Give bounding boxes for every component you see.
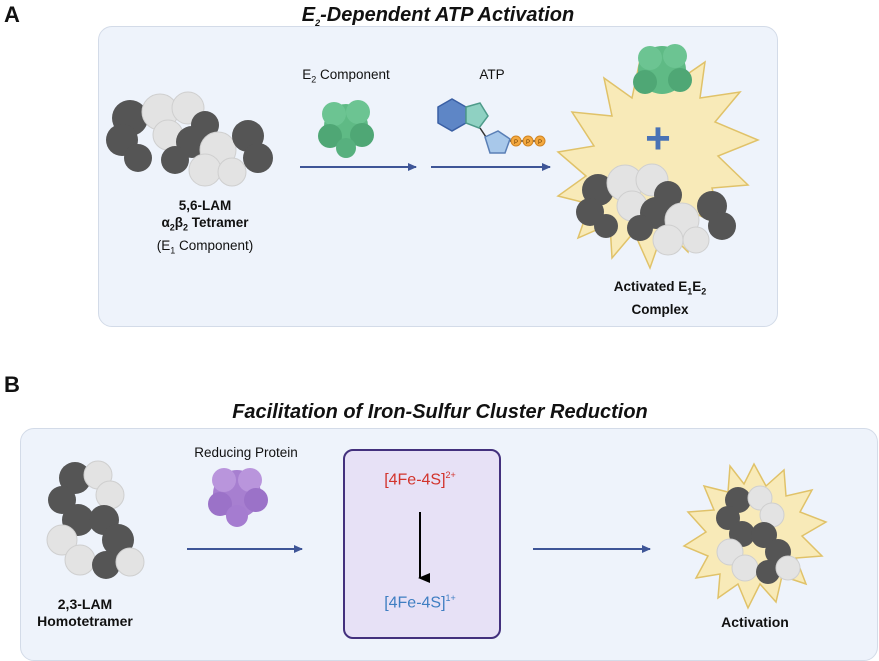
activated-homotetramer-icon — [716, 485, 801, 584]
atp-label: ATP — [479, 67, 505, 82]
phosphate-label: P — [514, 140, 518, 146]
lam-23-homotetramer-icon — [46, 460, 145, 579]
e2-component-label: E2 Component — [302, 67, 390, 85]
e2-bound-icon — [633, 44, 692, 94]
activated-complex-label: Activated E1E2 Complex — [613, 279, 707, 317]
panel-a-title: E2-Dependent ATP Activation — [301, 4, 575, 28]
reducing-protein-label: Reducing Protein — [194, 445, 298, 460]
plus-sign: + — [645, 114, 671, 163]
fe-s-cluster-box — [343, 449, 501, 639]
phosphate-label: P — [538, 140, 542, 146]
reducing-protein-icon — [208, 468, 268, 527]
lam-23-label: 2,3-LAM Homotetramer — [37, 596, 133, 629]
lam-56-label: 5,6-LAM α2β2 Tetramer (E1 Component) — [156, 198, 254, 256]
panel-b-title: Facilitation of Iron-Sulfur Cluster Redu… — [232, 401, 648, 423]
lam-56-tetramer-icon — [106, 91, 273, 187]
panel-b-letter: B — [4, 372, 20, 397]
phosphate-label: P — [526, 140, 530, 146]
activation-label: Activation — [721, 614, 789, 630]
activated-tetramer-icon — [576, 163, 736, 256]
fe-s-cluster-reduced: [4Fe-4S]1+ — [384, 593, 456, 612]
panel-a-letter: A — [4, 2, 20, 27]
fe-s-cluster-oxidized: [4Fe-4S]2+ — [384, 470, 456, 489]
e2-component-icon — [318, 100, 374, 158]
